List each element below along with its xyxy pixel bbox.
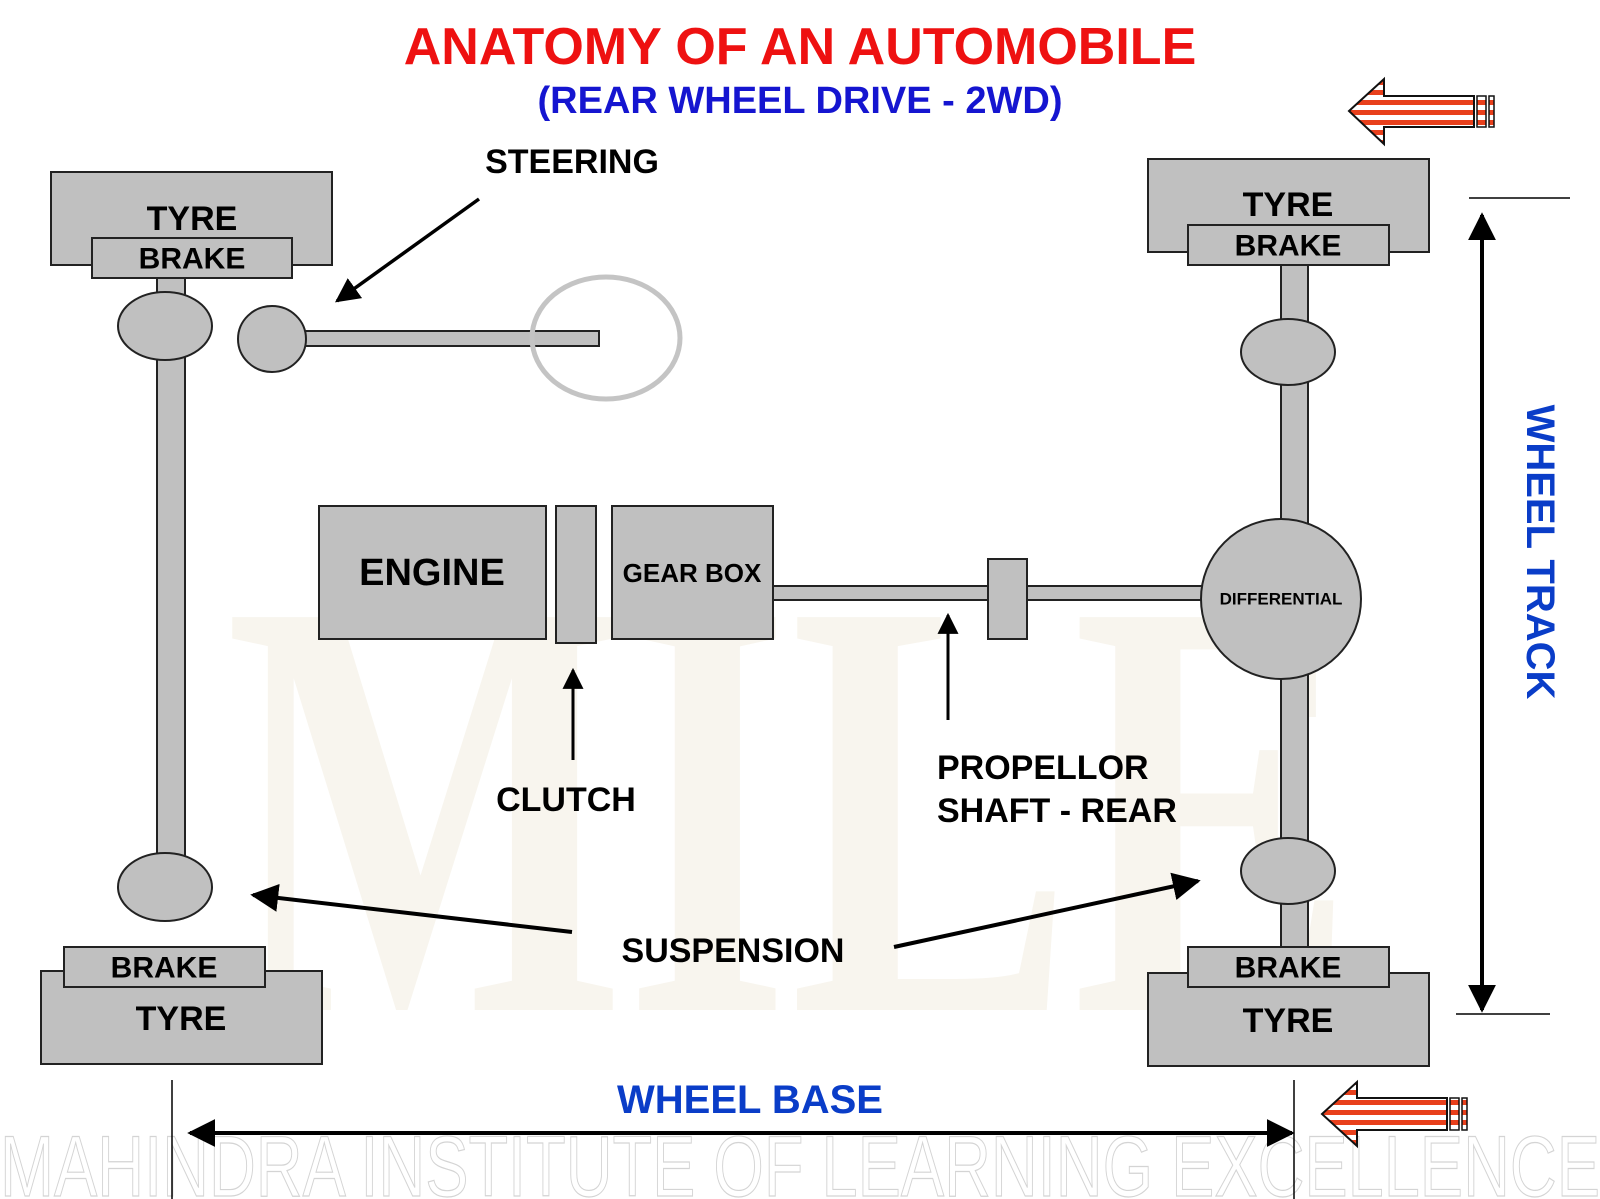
engine [318,505,547,640]
rear-left-brake-label: BRAKE [111,952,218,985]
front-left-suspension [117,291,213,361]
wheel-track-label: WHEEL TRACK [1518,405,1562,700]
steering-column [299,330,600,347]
front-left-tyre-label: TYRE [147,200,238,238]
steering-label: STEERING [485,143,659,181]
rear-left-tyre-label: TYRE [136,1000,227,1038]
rear-right-brake [1187,946,1390,988]
front-right-brake-label: BRAKE [1235,230,1342,263]
direction-arrow-bottom [1320,1079,1468,1149]
differential [1200,518,1362,680]
rear-left-suspension [117,852,213,922]
suspension-label: SUSPENSION [622,932,845,970]
direction-arrow-tail-2 [1488,95,1495,128]
front-left-brake [91,237,293,279]
universal-joint [987,558,1028,640]
steering-pointer-arrow [335,197,481,303]
direction-arrow-tail-1 [1476,95,1487,128]
direction-arrow-icon [1320,1079,1448,1149]
gear-box-label: GEAR BOX [623,558,762,588]
direction-arrow-tail-1 [1449,1097,1460,1131]
rear-right-brake-label: BRAKE [1235,952,1342,985]
propeller-label-line1: PROPELLOR [937,749,1149,787]
rear-left-brake [63,946,266,988]
front-left-brake-label: BRAKE [139,243,246,276]
direction-arrow-icon [1347,76,1475,147]
suspension-pointer-right [893,872,1201,949]
engine-label: ENGINE [359,552,505,594]
propeller-label-line2: SHAFT - REAR [937,792,1177,830]
steering-wheel [529,274,683,402]
gear-box [611,505,774,640]
clutch [555,505,597,644]
wheel-base-label: WHEEL BASE [617,1078,883,1122]
rear-right-tyre [1147,972,1430,1067]
page-subtitle: (REAR WHEEL DRIVE - 2WD) [538,80,1063,122]
front-right-brake [1187,224,1390,266]
steering-box [237,305,307,373]
suspension-pointer-left [250,883,573,934]
rear-right-suspension [1240,837,1336,905]
clutch-label: CLUTCH [496,781,636,819]
rear-right-tyre-label: TYRE [1243,1002,1334,1040]
page-title: ANATOMY OF AN AUTOMOBILE [404,18,1197,76]
direction-arrow-top [1347,76,1495,147]
front-right-suspension [1240,318,1336,386]
differential-label: DIFFERENTIAL [1220,590,1343,609]
front-right-tyre-label: TYRE [1243,186,1334,224]
direction-arrow-tail-2 [1461,1097,1468,1131]
